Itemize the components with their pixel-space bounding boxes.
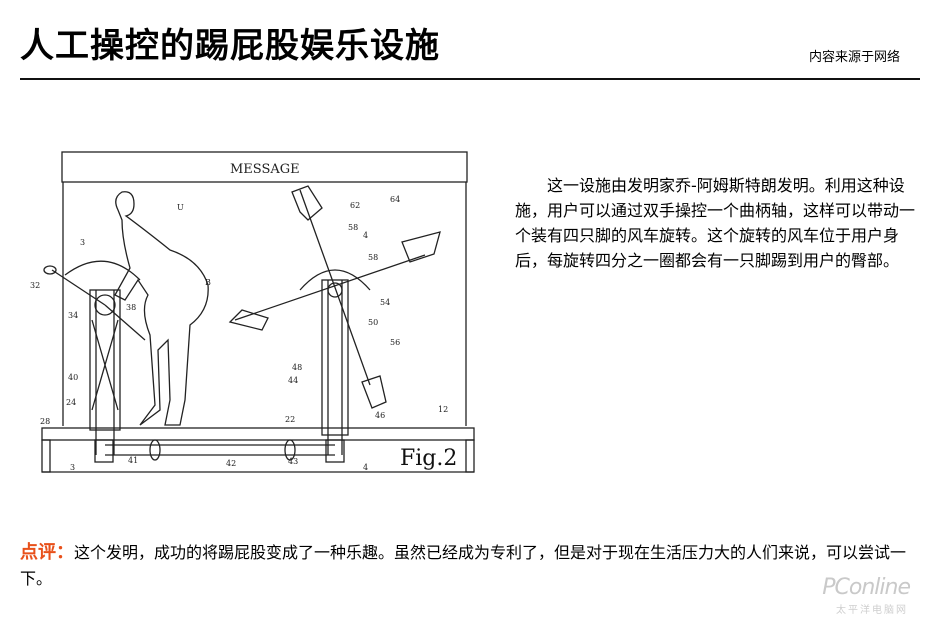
description-text: 这一设施由发明家乔-阿姆斯特朗发明。利用这种设施，用户可以通过双手操控一个曲柄轴… (515, 176, 916, 270)
label-41: 41 (128, 456, 138, 465)
label-3-top: 3 (80, 238, 85, 247)
watermark-sub: 太平洋电脑网 (836, 605, 908, 616)
label-54: 54 (380, 298, 390, 307)
label-12: 12 (438, 405, 448, 414)
patent-drawing-svg: MESSAGE Fig.2 3 3 4 4 U B 62 64 58 58 54… (30, 151, 475, 473)
label-3-bottom: 3 (70, 463, 75, 472)
label-24: 24 (66, 398, 76, 407)
label-50: 50 (368, 318, 378, 327)
message-sign-text: MESSAGE (230, 162, 300, 177)
label-4-top: 4 (363, 231, 368, 240)
patent-drawing: MESSAGE Fig.2 3 3 4 4 U B 62 64 58 58 54… (30, 150, 495, 485)
source-note: 内容来源于网络 (808, 50, 900, 65)
label-58a: 58 (348, 223, 358, 232)
fig-label: Fig.2 (400, 446, 457, 471)
label-4-bottom: 4 (363, 463, 368, 472)
label-58b: 58 (368, 253, 378, 262)
label-28: 28 (40, 417, 50, 426)
label-56: 56 (390, 338, 400, 347)
comment-label: 点评： (20, 542, 74, 563)
page-title: 人工操控的踢屁股娱乐设施 (20, 26, 440, 66)
label-b: B (205, 278, 211, 287)
label-64: 64 (390, 195, 400, 204)
label-40: 40 (68, 373, 78, 382)
comment-text: 这个发明，成功的将踢屁股变成了一种乐趣。虽然已经成为专利了，但是对于现在生活压力… (20, 543, 907, 588)
watermark-logo: PConline 太平洋电脑网 (790, 575, 911, 617)
label-34: 34 (68, 311, 78, 320)
label-43: 43 (288, 457, 298, 466)
label-44: 44 (288, 376, 298, 385)
label-32: 32 (30, 281, 40, 290)
label-u: U (177, 203, 184, 212)
label-22: 22 (285, 415, 295, 424)
label-62: 62 (350, 201, 360, 210)
comment-block: 点评：这个发明，成功的将踢屁股变成了一种乐趣。虽然已经成为专利了，但是对于现在生… (20, 540, 935, 592)
label-48: 48 (292, 363, 302, 372)
watermark-main: PConline (822, 575, 911, 600)
message-sign (61, 151, 468, 183)
label-42: 42 (226, 459, 236, 468)
label-46: 46 (375, 411, 385, 420)
label-38: 38 (126, 303, 136, 312)
header-divider (20, 78, 920, 80)
